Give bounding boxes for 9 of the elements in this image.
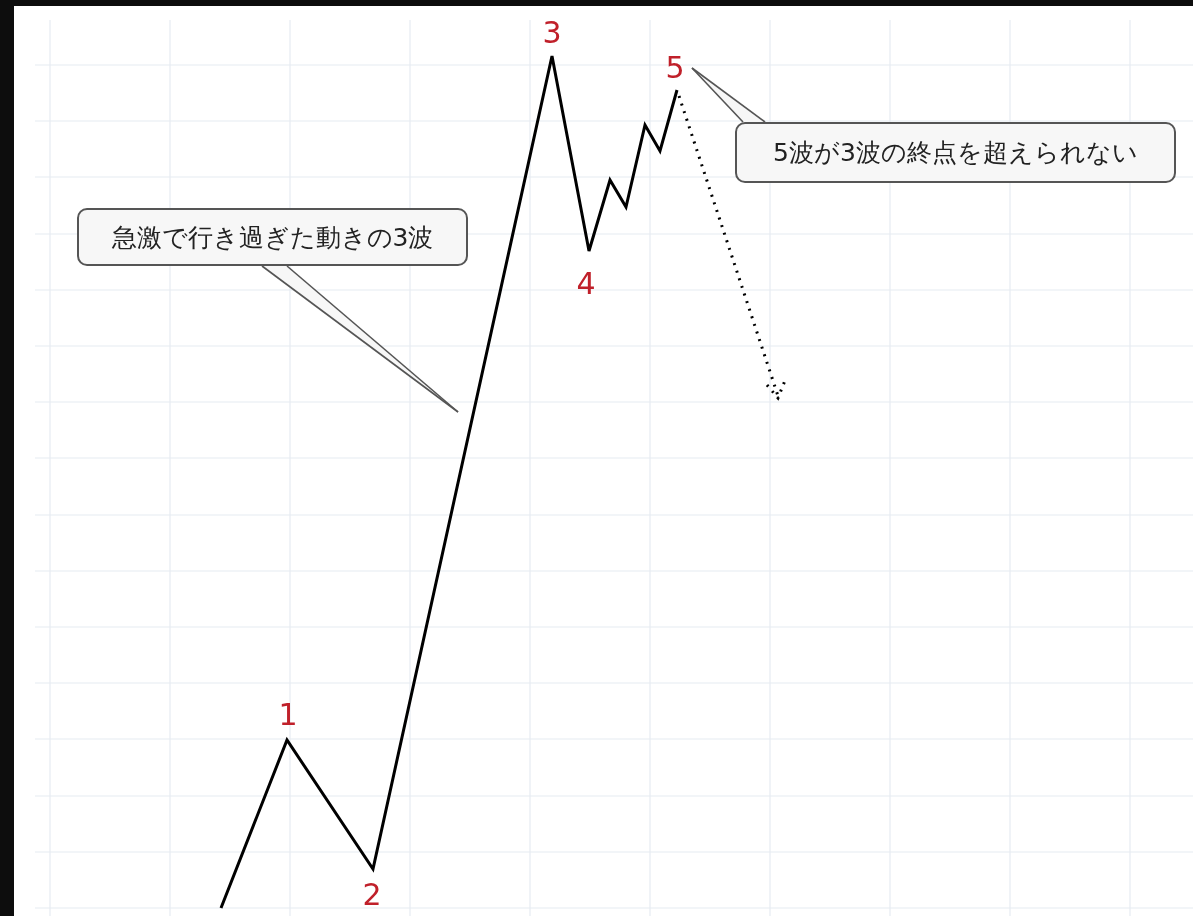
callout-box (77, 208, 468, 266)
wave-number: 4 (576, 269, 596, 299)
wave-number: 1 (278, 700, 298, 730)
wave-number: 5 (665, 53, 685, 83)
wave-number: 3 (542, 18, 562, 48)
wave-number: 2 (362, 880, 382, 910)
callout-text: 急激で行き過ぎた動きの3波 (111, 224, 434, 250)
callout-text: 5波が3波の終点を超えられない (773, 140, 1138, 165)
callout-box (735, 122, 1176, 183)
